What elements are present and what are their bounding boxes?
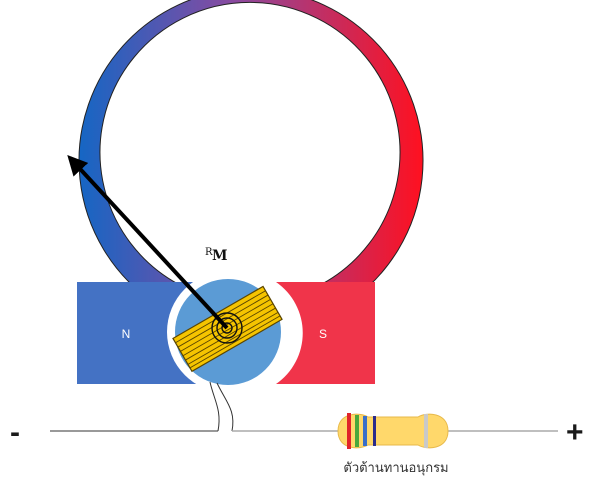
south-pole: S	[276, 282, 375, 384]
resistor-band-2	[355, 415, 359, 447]
lead-wires	[209, 381, 234, 432]
south-pole-label: S	[319, 327, 327, 341]
north-pole-label: N	[122, 327, 131, 341]
resistor-band-5	[424, 414, 428, 448]
resistor-band-4	[373, 416, 376, 446]
negative-terminal: -	[10, 416, 20, 449]
meter-label-main: M	[212, 248, 228, 264]
resistor-band-1	[347, 413, 351, 449]
north-pole: N	[77, 282, 198, 384]
hairspring-icon	[211, 312, 243, 344]
resistor-band-3	[363, 416, 367, 446]
series-resistor	[337, 413, 449, 449]
resistor-caption: ตัวต้านทานอนุกรม	[343, 461, 448, 476]
meter-resistance-label: R M	[205, 247, 228, 264]
pointer-needle	[67, 155, 229, 330]
meter-ring	[78, 0, 424, 301]
positive-terminal: +	[566, 416, 584, 449]
meter-label-sup: R	[205, 247, 213, 258]
